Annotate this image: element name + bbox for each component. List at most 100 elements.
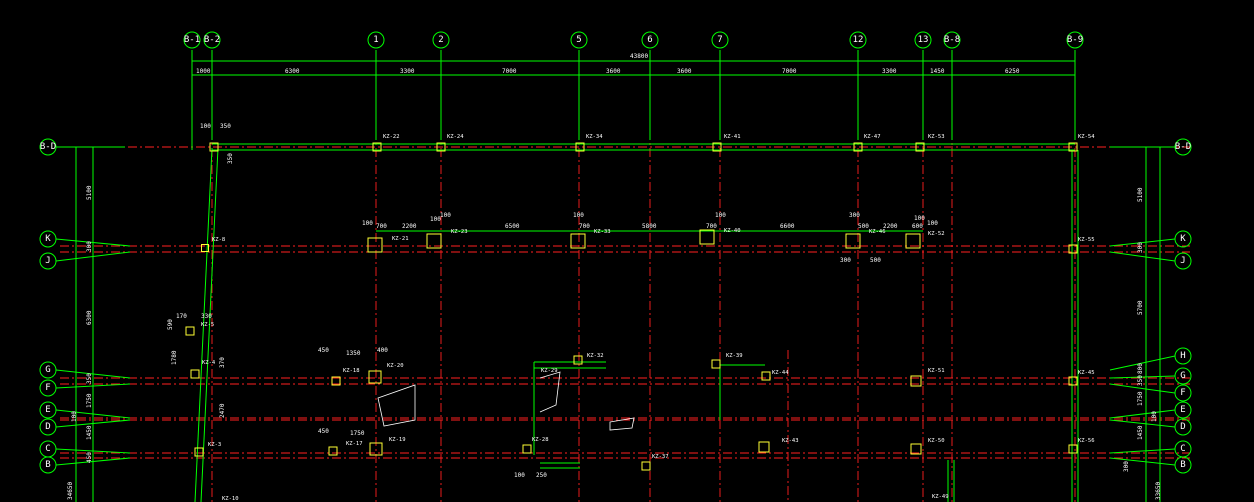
column-label: KZ-4	[202, 360, 216, 366]
dim-span: 7000	[502, 68, 517, 75]
lext-g	[55, 369, 131, 379]
opening-small	[609, 417, 635, 431]
column-rect	[761, 371, 771, 381]
dim-span: 6300	[285, 68, 300, 75]
mdim: 400	[377, 347, 388, 354]
kdim: 2200	[402, 223, 417, 230]
top-axis-bubble-label: B-9	[1067, 35, 1083, 45]
right-axis-bubble: D	[1174, 418, 1192, 436]
column-label: KZ-56	[1078, 438, 1095, 444]
mdim: 100	[514, 472, 525, 479]
column-label: KZ-32	[587, 353, 604, 359]
left-axis-bubble: G	[39, 361, 57, 379]
left-axis-bubble-circle	[39, 230, 57, 248]
left-axis-bubble: C	[39, 440, 57, 458]
mdim: 1350	[346, 350, 361, 357]
beam-slant-a	[194, 147, 213, 502]
left-axis-bubble-label: G	[45, 365, 50, 375]
top-axis-bubble-circle	[183, 31, 201, 49]
inner-dimension-texts: 100 700 2200 100 100 6500 100 700 5800 1…	[167, 123, 938, 479]
top-axis-bubble-circle	[711, 31, 729, 49]
kdim: 2200	[883, 223, 898, 230]
left-axis-bubble: J	[39, 252, 57, 270]
dim-span: 3300	[400, 68, 415, 75]
kdim: 300	[849, 212, 860, 219]
rext-h	[1109, 355, 1176, 371]
top-axis-bubble-label: 2	[438, 35, 443, 45]
left-axis-bubble: F	[39, 379, 57, 397]
column-rect	[436, 142, 446, 152]
top-axis-bubble-circle	[1066, 31, 1084, 49]
kdim: 700	[706, 223, 717, 230]
column-rect	[910, 375, 922, 387]
column-label: KZ-17	[346, 441, 363, 447]
top-axis-bubble-label: 1	[373, 35, 378, 45]
column-label: KZ-34	[586, 134, 603, 140]
left-axis-bubble-circle	[39, 138, 57, 156]
opening-stair-a	[377, 384, 416, 427]
mdim: 590	[167, 319, 174, 330]
top-axis-bubble: B-1	[183, 31, 201, 49]
dimension-lines	[55, 50, 1176, 502]
mdim: 2470	[219, 403, 226, 418]
column-rect	[1068, 376, 1078, 386]
rext-d	[1109, 419, 1176, 428]
column-rect	[573, 355, 583, 365]
kdim: 5800	[642, 223, 657, 230]
b2dim: 350	[220, 123, 231, 130]
column-label: KZ-18	[343, 368, 360, 374]
column-rect	[367, 237, 383, 253]
right-axis-bubble-label: C	[1180, 444, 1185, 454]
dim-span: 3600	[606, 68, 621, 75]
column-label: KZ-43	[782, 438, 799, 444]
left-axis-bubble-label: K	[45, 234, 51, 244]
top-axis-bubble-circle	[849, 31, 867, 49]
right-axis-bubble: B	[1174, 456, 1192, 474]
column-label: KZ-39	[726, 353, 743, 359]
column-label: KZ-55	[1078, 237, 1095, 243]
ldim: 34650	[67, 482, 74, 500]
column-label: KZ-50	[928, 438, 945, 444]
dim-total: 43800	[630, 53, 648, 60]
ldim: 1780	[171, 350, 178, 365]
rext-b	[1109, 457, 1176, 466]
kdim: 100	[914, 215, 925, 222]
top-axis-bubble: 1	[367, 31, 385, 49]
right-axis-bubble-label: B-D	[1175, 142, 1191, 152]
left-axis-bubble: B	[39, 456, 57, 474]
column-rect	[853, 142, 863, 152]
right-axis-bubble-label: K	[1180, 234, 1186, 244]
b2dim: 350	[227, 153, 234, 164]
column-label: KZ-44	[772, 370, 789, 376]
top-axis-bubble: 6	[641, 31, 659, 49]
right-axis-bubble: H	[1174, 347, 1192, 365]
top-axis-bubble-circle	[367, 31, 385, 49]
top-axis-bubble-circle	[943, 31, 961, 49]
right-axis-bubble: C	[1174, 440, 1192, 458]
top-axis-bubble-label: 7	[717, 35, 722, 45]
right-axis-bubble-circle	[1174, 401, 1192, 419]
column-label: KZ-52	[928, 231, 945, 237]
kdim: 100	[715, 212, 726, 219]
right-axis-bubble-circle	[1174, 384, 1192, 402]
left-axis-bubble-circle	[39, 456, 57, 474]
column-rect	[575, 142, 585, 152]
left-dimension-texts: 5100 300 6300 1780 350 1750 100 1450 450…	[67, 185, 178, 500]
left-axis-bubble-circle	[39, 379, 57, 397]
column-rect	[368, 370, 382, 384]
mdim: 330	[201, 313, 212, 320]
column-label: KZ-40	[724, 228, 741, 234]
column-rect	[372, 142, 382, 152]
left-axis-bubble-label: F	[45, 383, 50, 393]
top-axis-bubble-circle	[570, 31, 588, 49]
ldim: 1450	[86, 425, 93, 440]
rdim: 1750	[1137, 391, 1144, 406]
column-label: KZ-23	[451, 229, 468, 235]
ldim: 350	[86, 373, 93, 384]
lext-d	[55, 419, 131, 428]
right-axis-bubble-circle	[1174, 347, 1192, 365]
top-axis-bubble-circle	[914, 31, 932, 49]
column-rect	[910, 443, 922, 455]
